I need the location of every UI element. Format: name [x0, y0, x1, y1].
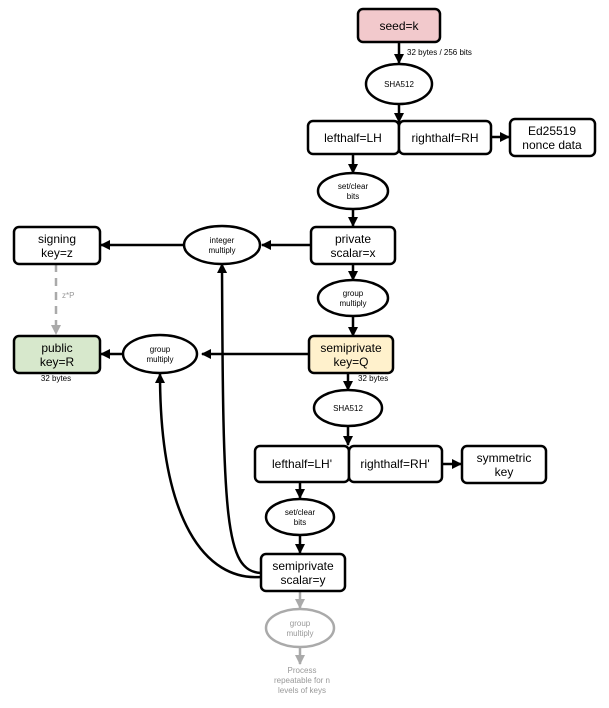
- svg-text:lefthalf=LH': lefthalf=LH': [272, 457, 332, 471]
- svg-text:group: group: [343, 289, 364, 298]
- svg-text:bits: bits: [347, 192, 359, 201]
- seed-bytes-label: 32 bytes / 256 bits: [407, 48, 472, 57]
- node-seed: seed=k: [356, 7, 442, 44]
- process-note: Process repeatable for n levels of keys: [274, 666, 330, 695]
- zp-label: z*P: [62, 291, 74, 300]
- svg-text:multiply: multiply: [208, 246, 235, 255]
- svg-text:key=z: key=z: [41, 246, 73, 260]
- svg-text:nonce data: nonce data: [522, 138, 582, 152]
- svg-text:lefthalf=LH: lefthalf=LH: [324, 131, 382, 145]
- svg-text:levels of keys: levels of keys: [278, 686, 326, 695]
- node-symmetric-key: symmetric key: [460, 444, 548, 485]
- svg-text:key: key: [495, 465, 514, 479]
- node-lefthalf-1: lefthalf=LH: [306, 119, 401, 156]
- node-integer-multiply: integer multiply: [182, 224, 262, 266]
- svg-text:multiply: multiply: [339, 299, 366, 308]
- node-lefthalf-2: lefthalf=LH': [253, 444, 351, 484]
- svg-text:integer: integer: [210, 236, 235, 245]
- node-setclear-2: set/clear bits: [264, 497, 336, 537]
- svg-text:signing: signing: [38, 232, 76, 246]
- node-righthalf-1: righthalf=RH: [397, 119, 493, 156]
- svg-text:multiply: multiply: [286, 629, 313, 638]
- svg-text:bits: bits: [294, 518, 306, 527]
- svg-text:repeatable for n: repeatable for n: [274, 676, 330, 685]
- svg-text:set/clear: set/clear: [338, 182, 369, 191]
- svg-text:Ed25519: Ed25519: [528, 124, 576, 138]
- node-private-scalar: private scalar=x: [309, 225, 397, 266]
- svg-text:set/clear: set/clear: [285, 508, 316, 517]
- svg-text:scalar=x: scalar=x: [330, 246, 375, 260]
- svg-text:symmetric: symmetric: [477, 451, 532, 465]
- svg-text:group: group: [150, 345, 171, 354]
- svg-text:public: public: [41, 341, 72, 355]
- svg-text:group: group: [290, 619, 311, 628]
- node-sha512-1: SHA512: [364, 62, 434, 106]
- edge-semiscalar-to-intmult: [217, 263, 262, 575]
- svg-text:key=Q: key=Q: [333, 355, 368, 369]
- node-group-multiply-2: group multiply: [121, 333, 199, 375]
- node-semiprivate-key: semiprivate key=Q: [307, 334, 395, 375]
- svg-text:SHA512: SHA512: [333, 404, 363, 413]
- node-nonce: Ed25519 nonce data: [508, 117, 597, 158]
- svg-text:private: private: [335, 232, 371, 246]
- node-semiprivate-scalar: semiprivate scalar=y: [259, 552, 347, 593]
- svg-text:Process: Process: [288, 666, 317, 675]
- svg-text:scalar=y: scalar=y: [280, 573, 325, 587]
- node-group-multiply-1: group multiply: [316, 278, 390, 318]
- public-bytes-label: 32 bytes: [41, 374, 71, 383]
- svg-text:seed=k: seed=k: [379, 19, 419, 33]
- svg-text:multiply: multiply: [146, 355, 173, 364]
- node-signing-key: signing key=z: [12, 225, 102, 266]
- node-setclear-1: set/clear bits: [316, 171, 390, 211]
- svg-text:SHA512: SHA512: [384, 80, 414, 89]
- svg-text:semiprivate: semiprivate: [272, 559, 334, 573]
- svg-text:righthalf=RH: righthalf=RH: [411, 131, 478, 145]
- svg-text:righthalf=RH': righthalf=RH': [360, 457, 429, 471]
- edge-semiscalar-to-groupmult2: [155, 373, 262, 579]
- node-group-multiply-3: group multiply: [264, 607, 336, 649]
- node-sha512-2: SHA512: [312, 388, 384, 428]
- svg-text:semiprivate: semiprivate: [320, 341, 382, 355]
- node-public-key: public key=R: [12, 334, 102, 375]
- node-righthalf-2: righthalf=RH': [347, 444, 444, 484]
- edges: [51, 42, 510, 665]
- svg-text:key=R: key=R: [40, 355, 75, 369]
- semiprivate-bytes-label: 32 bytes: [358, 374, 388, 383]
